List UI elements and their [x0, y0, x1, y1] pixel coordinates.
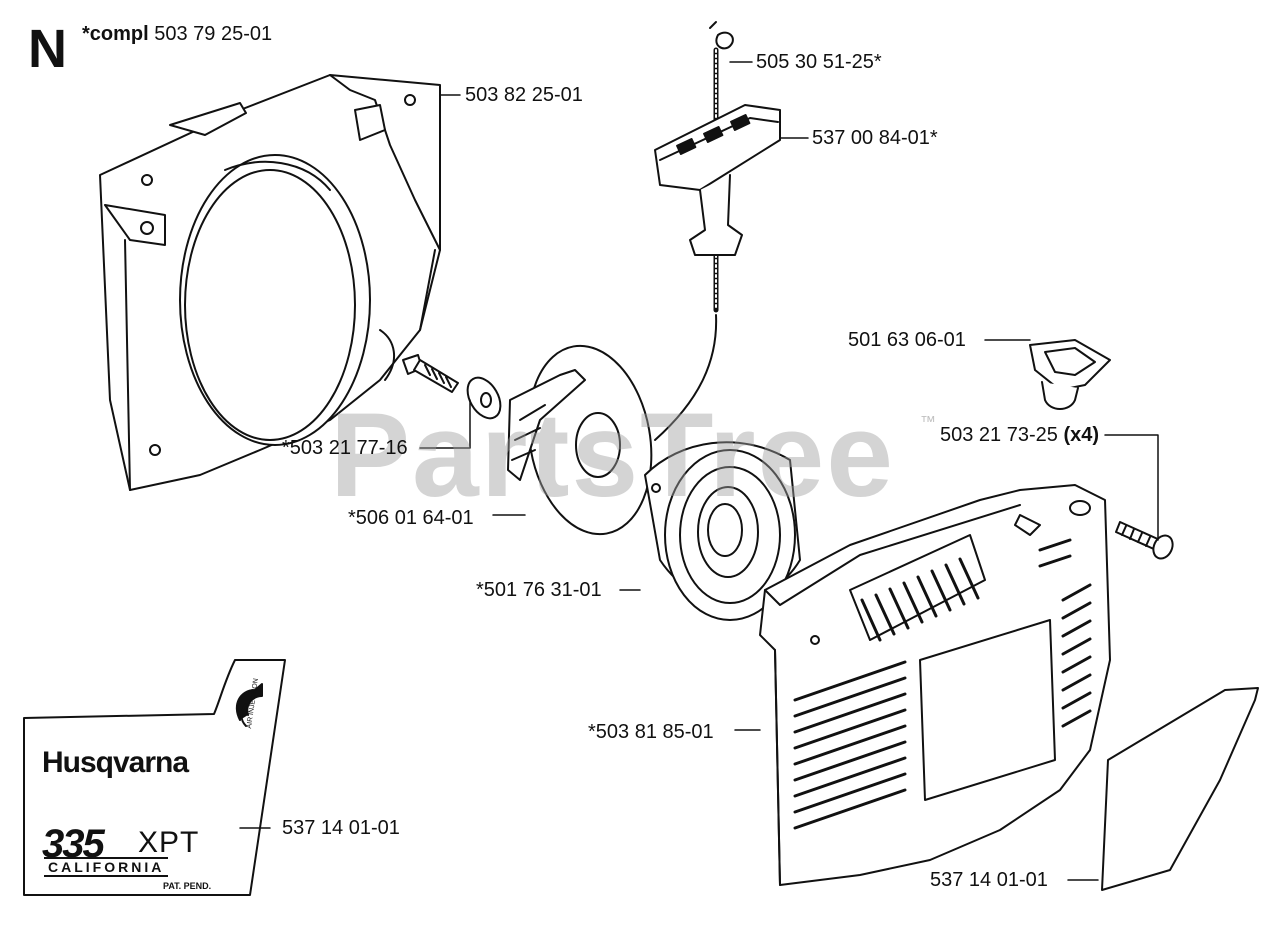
- part-label-recoil-spring[interactable]: *501 76 31-01: [476, 579, 602, 601]
- decal-brand-text: Husqvarna: [42, 746, 189, 779]
- kit-number: 503 79 25-01: [154, 23, 273, 45]
- starter-housing-drawing: [759, 484, 1111, 886]
- housing-screw-qty: (x4): [1063, 424, 1100, 446]
- kit-label: *compl 503 79 25-01: [82, 24, 272, 44]
- decal-right-drawing: [1101, 687, 1259, 891]
- part-label-fan-housing[interactable]: 503 82 25-01: [465, 84, 583, 106]
- decal-model-suffix: XPT: [138, 826, 200, 859]
- watermark: PartsTree: [330, 388, 896, 522]
- recoil-spring-drawing: [644, 441, 801, 621]
- decal-state-text: CALIFORNIA: [44, 857, 169, 877]
- part-label-housing-screw[interactable]: 503 21 73-25 (x4): [940, 425, 1099, 445]
- part-label-center-screw[interactable]: *503 21 77-16: [282, 437, 408, 459]
- decal-left-drawing: [23, 659, 286, 896]
- section-letter: N: [28, 19, 67, 79]
- center-screw-drawing: [402, 354, 502, 420]
- part-label-decal-right[interactable]: 537 14 01-01: [930, 869, 1048, 891]
- part-label-starter-cord[interactable]: 505 30 51-25*: [756, 51, 882, 73]
- part-label-starter-handle[interactable]: 537 00 84-01*: [812, 127, 938, 149]
- part-label-decal-left[interactable]: 537 14 01-01: [282, 817, 400, 839]
- fan-housing-drawing: [99, 74, 441, 491]
- kit-prefix: *compl: [82, 23, 149, 45]
- decal-patent-text: PAT. PEND.: [163, 881, 212, 891]
- starter-handle-drawing: [654, 104, 781, 256]
- watermark-trademark: ™: [920, 414, 936, 431]
- rope-pulley-drawing: [507, 344, 653, 536]
- housing-screw-number: 503 21 73-25: [940, 424, 1058, 446]
- housing-screw-drawing: [1115, 521, 1174, 560]
- leader-lines: [239, 61, 1159, 881]
- part-label-starter-housing[interactable]: *503 81 85-01: [588, 721, 714, 743]
- bushing-drawing: [1029, 339, 1111, 410]
- part-label-bushing[interactable]: 501 63 06-01: [848, 329, 966, 351]
- part-label-rope-pulley[interactable]: *506 01 64-01: [348, 507, 474, 529]
